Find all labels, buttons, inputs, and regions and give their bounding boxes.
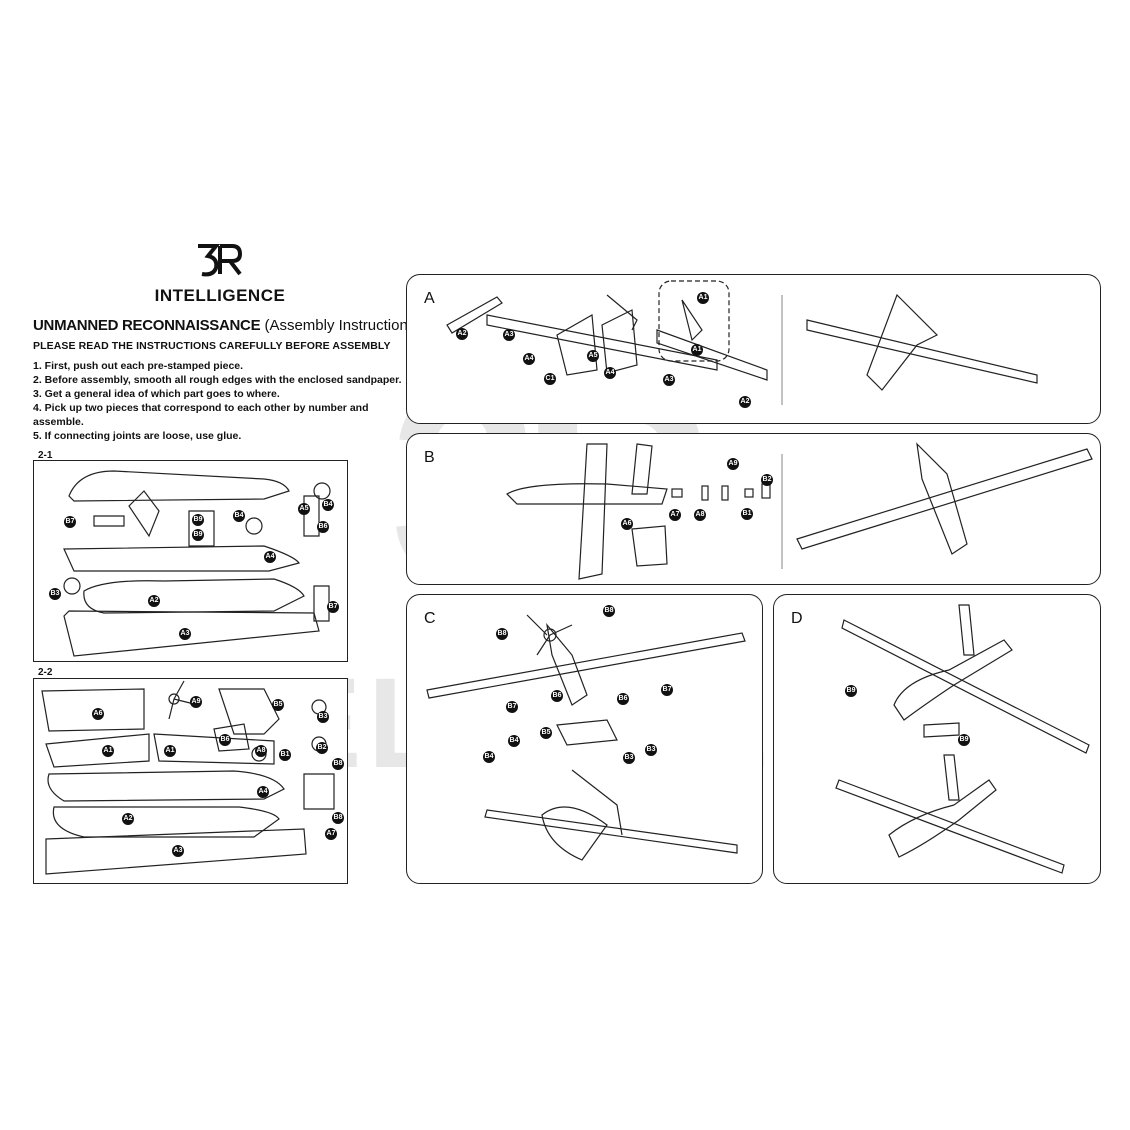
part-badge: B4 (483, 751, 495, 763)
panel-letter-d: D (791, 610, 803, 627)
part-badge: B7 (64, 516, 76, 528)
assembly-panel-b: B (406, 433, 1101, 585)
part-badge: B1 (279, 749, 291, 761)
part-badge: A2 (456, 328, 468, 340)
part-badge: B4 (508, 735, 520, 747)
assembly-panel-a: A (406, 274, 1101, 424)
part-badge: B7 (506, 701, 518, 713)
part-badge: A4 (604, 367, 616, 379)
panel-letter-c: C (424, 610, 436, 627)
panel-letter-b: B (424, 449, 435, 466)
part-badge: A2 (739, 396, 751, 408)
part-badge: A3 (663, 374, 675, 386)
panel-b-drawing (506, 442, 1093, 580)
part-badge: A1 (691, 344, 703, 356)
title-normal: (Assembly Instructions) (260, 317, 421, 334)
part-badge: A8 (255, 745, 267, 757)
parts-sheet-2-2 (33, 678, 348, 884)
part-badge: A9 (190, 696, 202, 708)
part-badge: B1 (741, 508, 753, 520)
part-badge: A1 (102, 745, 114, 757)
panel-c-drawing (426, 614, 746, 861)
step-item: 1. First, push out each pre-stamped piec… (33, 360, 244, 372)
part-badge: B4 (233, 510, 245, 522)
part-badge: A1 (164, 745, 176, 757)
part-badge: B2 (316, 742, 328, 754)
part-badge: A4 (257, 786, 269, 798)
part-badge: A5 (587, 350, 599, 362)
part-badge: B6 (317, 521, 329, 533)
part-badge: B7 (327, 601, 339, 613)
part-badge: B6 (551, 690, 563, 702)
part-badge: A6 (92, 708, 104, 720)
steps-list: 1. First, push out each pre-stamped piec… (33, 359, 403, 443)
part-badge: A9 (727, 458, 739, 470)
part-badge: B5 (540, 727, 552, 739)
part-badge: A5 (298, 503, 310, 515)
step-item: 4. Pick up two pieces that correspond to… (33, 402, 369, 414)
step-item: assemble. (33, 416, 84, 428)
part-badge: B4 (322, 499, 334, 511)
page-title: UNMANNED RECONNAISSANCE (Assembly Instru… (33, 317, 420, 334)
brand-name: INTELLIGENCE (154, 286, 286, 305)
assembly-panel-d: D (773, 594, 1101, 884)
part-badge: B6 (219, 734, 231, 746)
part-badge: A7 (669, 509, 681, 521)
part-badge: C1 (544, 373, 556, 385)
part-badge: A1 (697, 292, 709, 304)
part-badge: B5 (272, 699, 284, 711)
title-bold: UNMANNED RECONNAISSANCE (33, 317, 261, 334)
part-badge: A4 (264, 551, 276, 563)
part-badge: B6 (617, 693, 629, 705)
part-badge: A3 (179, 628, 191, 640)
parts-sheet-2-1 (33, 460, 348, 662)
part-badge: B3 (645, 744, 657, 756)
part-badge: B3 (49, 588, 61, 600)
part-badge: A3 (503, 329, 515, 341)
part-badge: A6 (621, 518, 633, 530)
step-item: 3. Get a general idea of which part goes… (33, 388, 280, 400)
part-badge: B9 (845, 685, 857, 697)
part-badge: B9 (958, 734, 970, 746)
part-badge: B3 (317, 711, 329, 723)
sheet-2-1-drawing (63, 470, 331, 657)
assembly-panel-c: C (406, 594, 763, 884)
part-badge: B8 (603, 605, 615, 617)
part-badge: B8 (332, 758, 344, 770)
sheet-label-2-1: 2-1 (38, 450, 53, 461)
panel-d-drawing (835, 604, 1090, 874)
part-badge: A7 (325, 828, 337, 840)
part-badge: A8 (694, 509, 706, 521)
part-badge: B7 (661, 684, 673, 696)
part-badge: B8 (332, 812, 344, 824)
part-badge: A2 (148, 595, 160, 607)
step-item: 5. If connecting joints are loose, use g… (33, 430, 242, 442)
part-badge: B8 (496, 628, 508, 640)
part-badge: B9 (192, 514, 204, 526)
part-badge: B3 (623, 752, 635, 764)
part-badge: A3 (172, 845, 184, 857)
panel-a-drawing (446, 280, 1038, 405)
sheet-2-2-drawing (41, 680, 335, 875)
step-item: 2. Before assembly, smooth all rough edg… (33, 374, 402, 386)
part-badge: B9 (192, 529, 204, 541)
part-badge: B2 (761, 474, 773, 486)
sheet-label-2-2: 2-2 (38, 667, 53, 678)
part-badge: A4 (523, 353, 535, 365)
part-badge: A2 (122, 813, 134, 825)
panel-letter-a: A (424, 290, 435, 307)
warning-text: PLEASE READ THE INSTRUCTIONS CAREFULLY B… (33, 340, 391, 352)
brand-logo-icon (198, 244, 243, 277)
